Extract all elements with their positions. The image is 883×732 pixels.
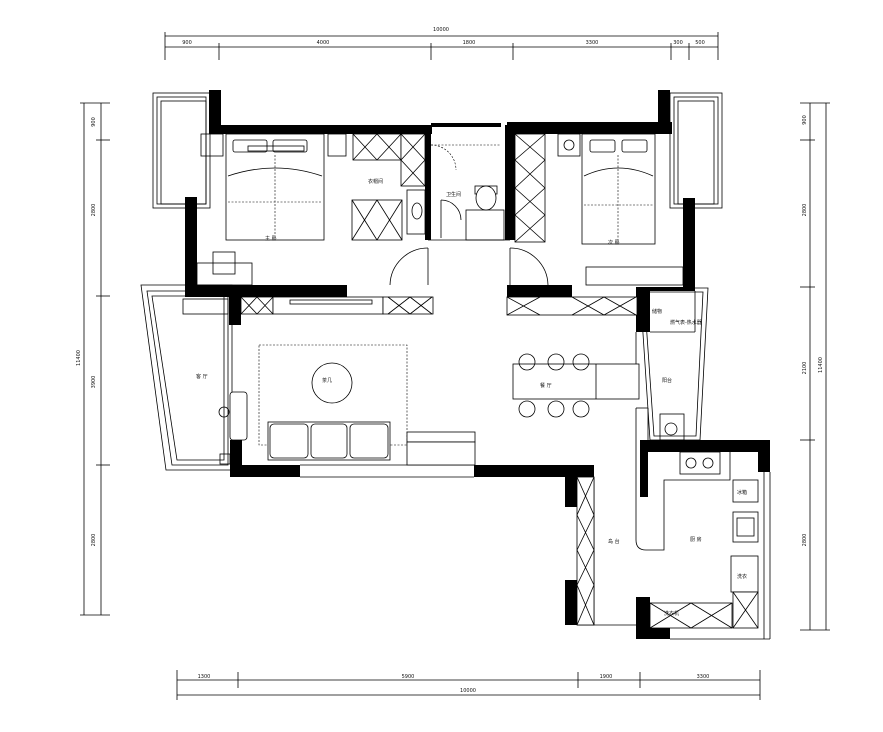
washing-machine-drum [664,422,678,436]
right-bedroom-balcony [669,92,723,209]
master-bedroom-label: 主 卧 [265,235,277,242]
dining-balcony [639,287,709,441]
bedroom-doors [389,239,549,286]
master-bath-basin [411,202,423,220]
second-bedroom-wardrobe [514,133,546,243]
coffee-table-label: 茶几 [322,377,332,384]
right-dim-2: 2800 [802,204,808,217]
right-dimension-lines: 900 2800 2100 2800 11400 [800,102,830,631]
balcony-right-label: 阳台 [662,377,672,384]
walls [185,90,770,639]
second-bedroom-desk [585,266,684,286]
bathroom-label: 卫生间 [446,191,461,198]
lounge-chair [218,391,248,441]
top-dim-6: 500 [695,40,705,46]
second-bed [557,133,656,245]
top-dim-3: 1800 [463,40,476,46]
second-bedroom-label: 次 卧 [608,239,620,246]
living-room-label: 客 厅 [196,373,208,380]
top-dim-1: 900 [182,40,192,46]
dining-label: 餐 厅 [540,382,552,389]
right-dim-1: 900 [802,115,808,125]
bottom-dim-3: 1900 [600,674,613,680]
master-bed [200,133,347,241]
master-desk-chair [212,251,236,275]
top-dim-2: 4000 [317,40,330,46]
top-total-dim: 10000 [433,27,449,33]
top-dim-4: 3300 [586,40,599,46]
left-bedroom-balcony [152,92,211,209]
right-total-dim: 11400 [818,357,824,373]
dining-table [512,353,640,418]
corridor-cabinet [576,476,595,626]
living-tv-cabinet [182,296,434,315]
fridge-label: 冰箱 [737,489,747,496]
master-bath-vanity [406,189,426,235]
laundry-label: 洗衣机 [664,610,679,617]
left-dimension-lines: 900 2800 3900 2800 11400 [76,102,110,616]
kitchen-label: 厨 房 [690,536,702,543]
right-dim-3: 2100 [802,362,808,375]
bottom-dimension-lines: 1300 5900 1900 3300 10000 [176,670,761,700]
bathroom-fixtures [430,144,505,241]
storage-label: 储物 [652,308,662,315]
closet-cabinets [351,133,426,241]
walk-in-closet-label: 衣帽间 [368,178,383,185]
top-dim-5: 300 [673,40,683,46]
living-balcony [140,284,233,471]
left-dim-1: 900 [91,117,97,127]
left-dim-4: 2800 [91,534,97,547]
utility-note: 燃气表-热水器 [670,319,702,326]
sofa [267,421,391,461]
left-total-dim: 11400 [76,350,82,366]
plant-pot [219,453,231,465]
bottom-total-dim: 10000 [460,688,476,694]
left-dim-2: 2800 [91,204,97,217]
bottom-dim-1: 1300 [198,674,211,680]
top-dimension-lines: 10000 900 4000 1800 3300 300 500 [164,27,719,60]
bottom-dim-4: 3300 [697,674,710,680]
right-dim-4: 2800 [802,534,808,547]
second-bedroom-cabinet [506,296,638,316]
master-desk [196,262,253,286]
island-label: 岛 台 [608,538,620,545]
washing-machine [659,413,685,441]
wash-area-label: 洗衣 [737,573,747,580]
bottom-dim-2: 5900 [402,674,415,680]
left-dim-3: 3900 [91,376,97,389]
kitchen-counter [635,408,759,629]
piano [406,431,476,466]
